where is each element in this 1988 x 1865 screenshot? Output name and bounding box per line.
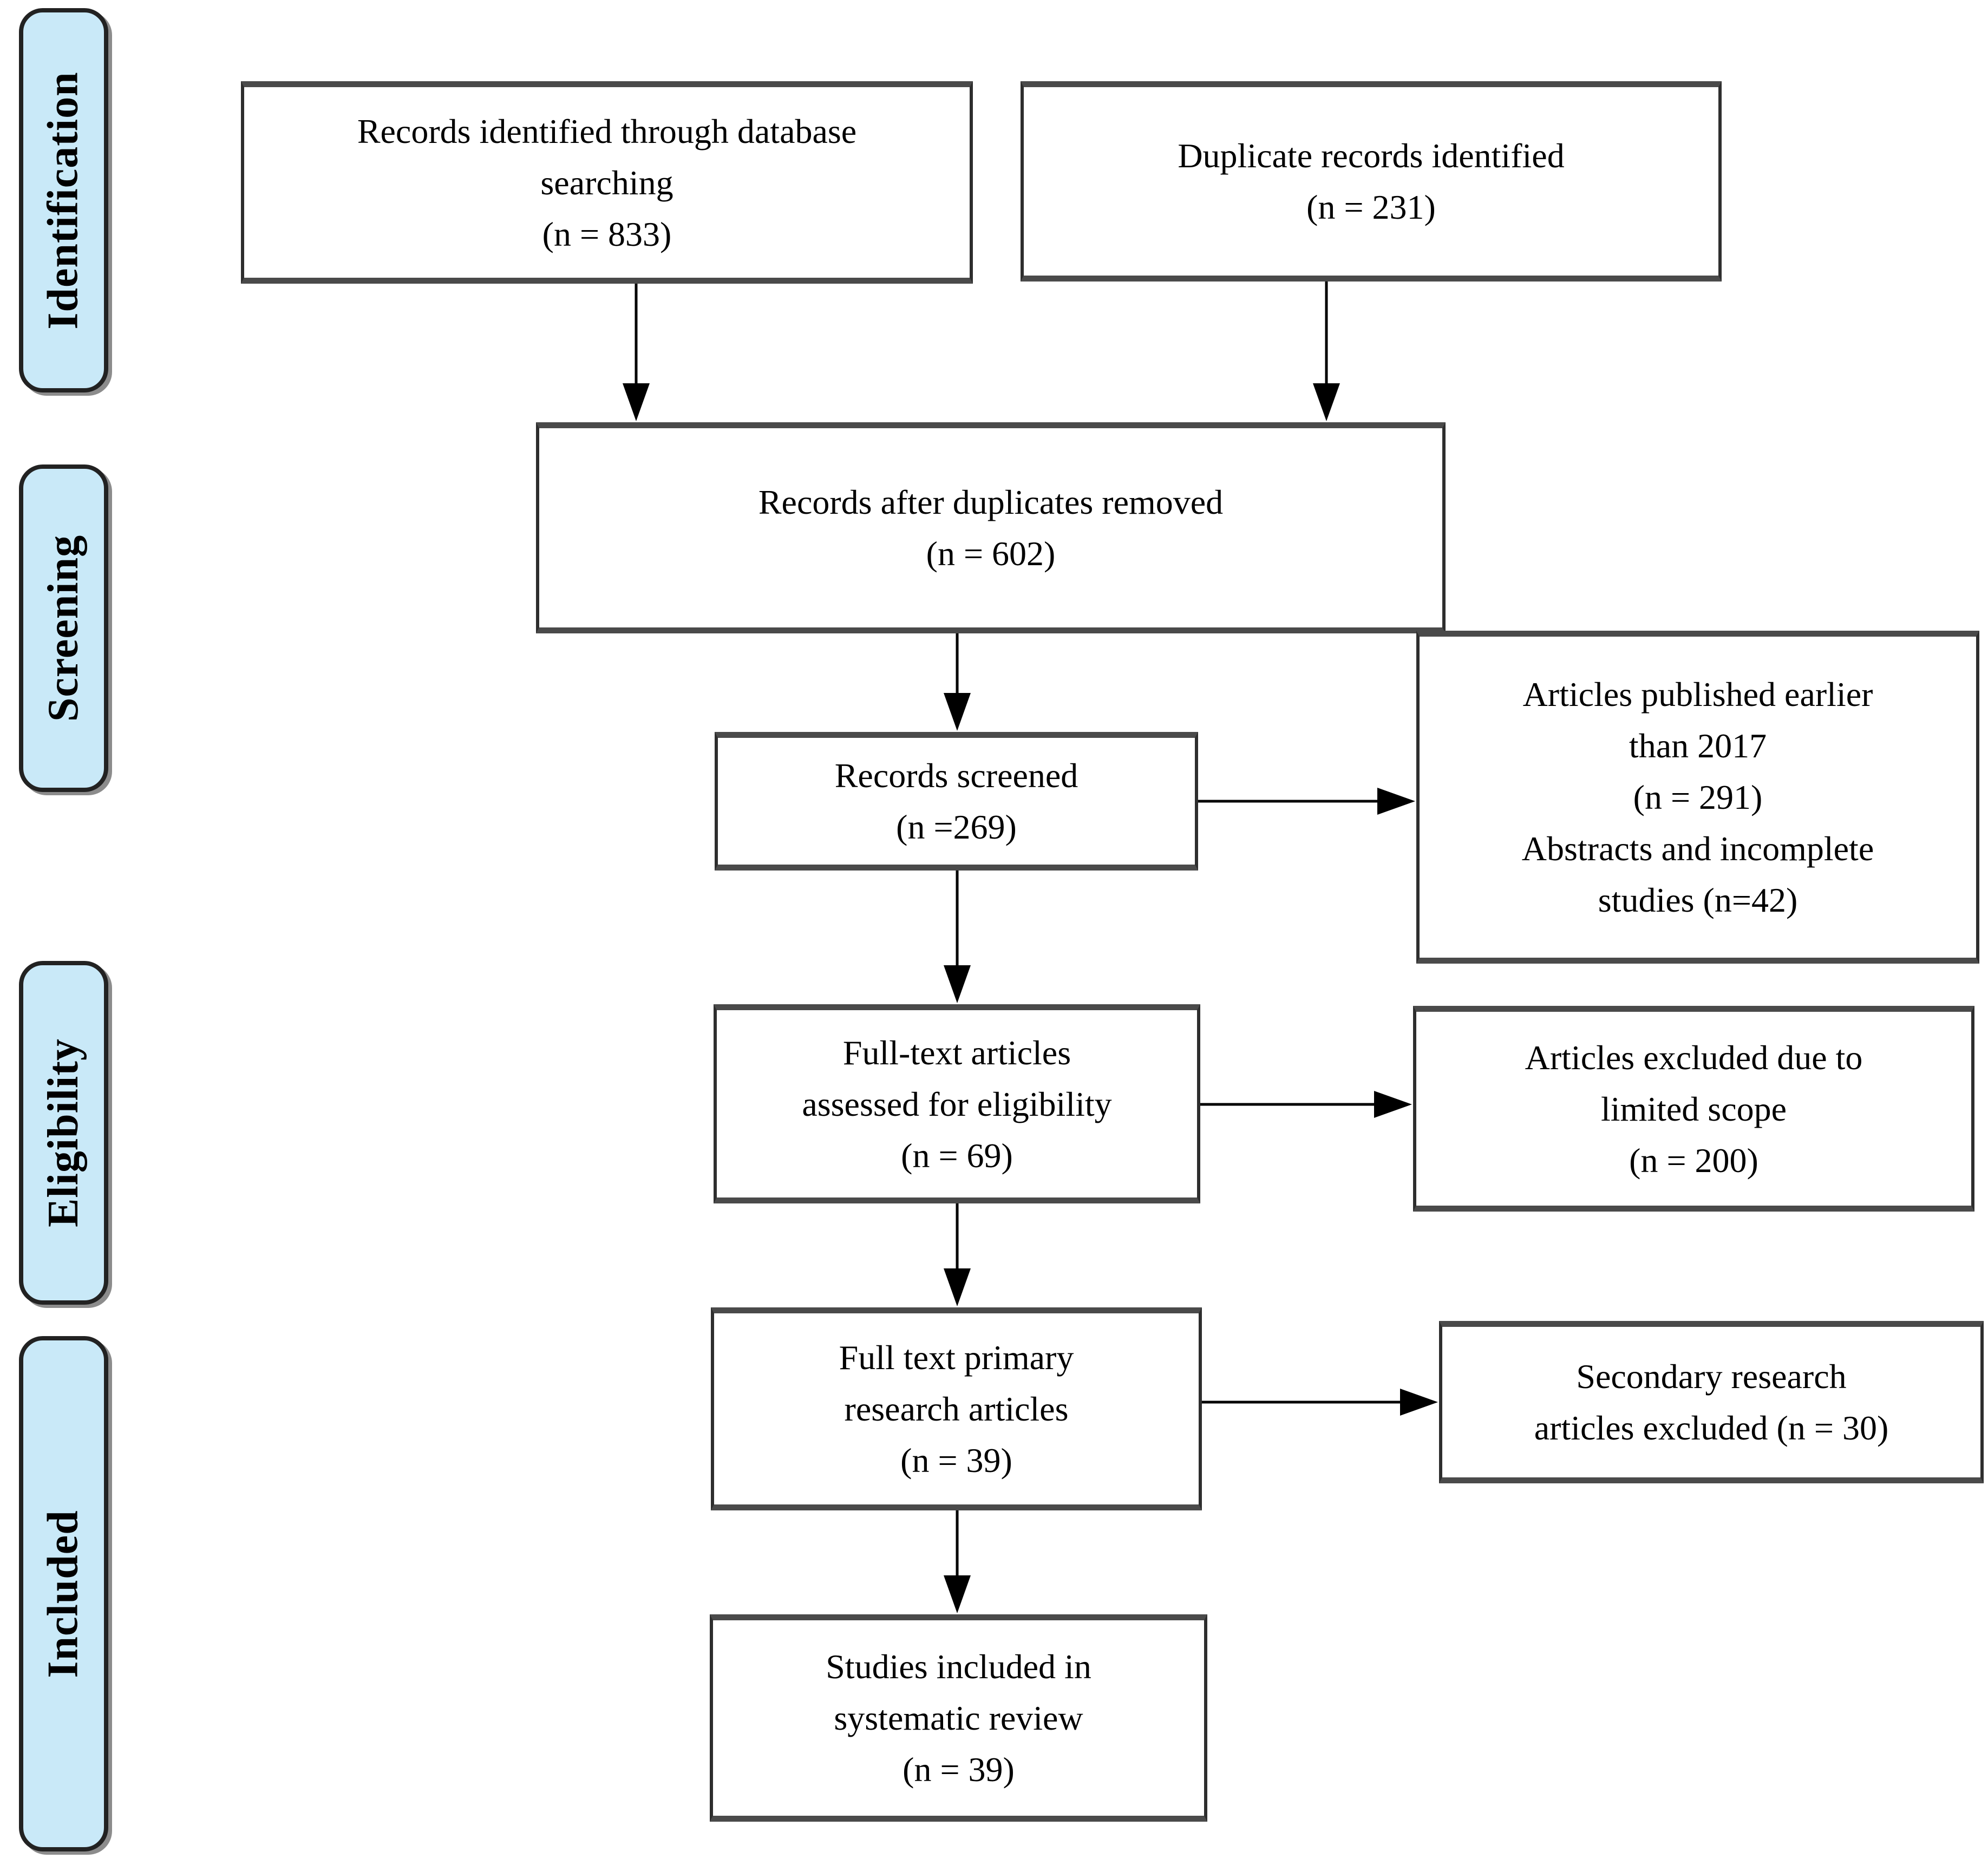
stage-label-screening-text: Screening	[40, 534, 88, 722]
stage-label-eligibility-text: Eligibility	[40, 1038, 88, 1227]
stage-label-screening: Screening	[19, 464, 108, 792]
stage-label-identification: Identification	[19, 8, 108, 392]
stage-label-included: Included	[19, 1336, 108, 1851]
stage-label-identification-text: Identification	[40, 71, 88, 330]
box-records-after-duplicates-removed: Records after duplicates removed(n = 602…	[536, 422, 1446, 633]
stage-label-included-text: Included	[40, 1509, 87, 1678]
stage-label-eligibility: Eligibility	[19, 961, 108, 1305]
box-duplicate-records: Duplicate records identified(n = 231)	[1021, 81, 1722, 282]
box-records-screened: Records screened(n =269)	[715, 732, 1198, 871]
